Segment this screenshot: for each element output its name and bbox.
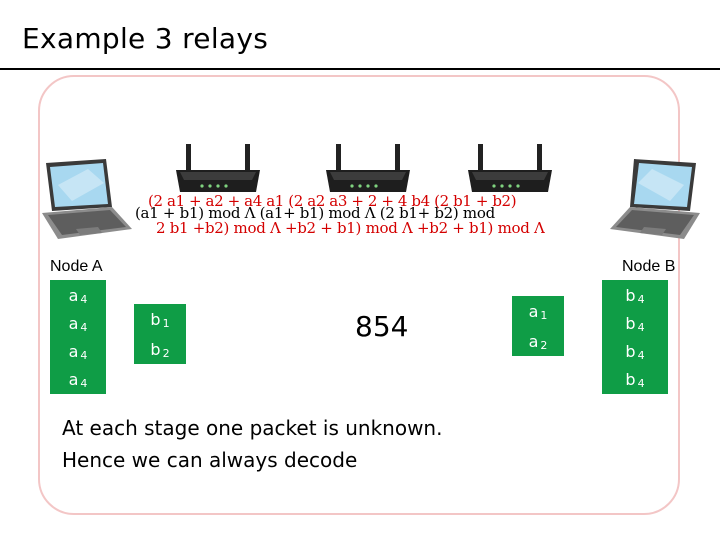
node-a-label: Node A	[50, 258, 103, 275]
equation-red-line-1: (2 a1 + a2 + a4 a1 (2 a2 a3 + 2 + 4 b4 (…	[148, 192, 517, 210]
node-b-label: Node B	[622, 258, 676, 275]
laptop-left-icon	[42, 159, 132, 239]
title-underline	[0, 68, 720, 70]
explanation-text: At each stage one packet is unknown. Hen…	[62, 412, 442, 476]
equation-red-line-2: 2 b1 +b2) mod Λ +b2 + b1) mod Λ +b2 + b1…	[156, 219, 545, 237]
equation-black-line: (a1 + b1) mod Λ (a1+ b1) mod Λ (2 b1+ b2…	[135, 204, 495, 222]
laptop-right-icon	[610, 159, 700, 239]
explanation-line-1: At each stage one packet is unknown.	[62, 416, 443, 440]
slide-title: Example 3 relays	[22, 22, 269, 55]
overlapping-counter: 854	[355, 310, 409, 343]
explanation-line-2: Hence we can always decode	[62, 448, 358, 472]
relay-router-3-icon	[468, 144, 552, 192]
relay-router-2-icon	[326, 144, 410, 192]
relay-router-1-icon	[176, 144, 260, 192]
content-frame	[38, 75, 680, 515]
